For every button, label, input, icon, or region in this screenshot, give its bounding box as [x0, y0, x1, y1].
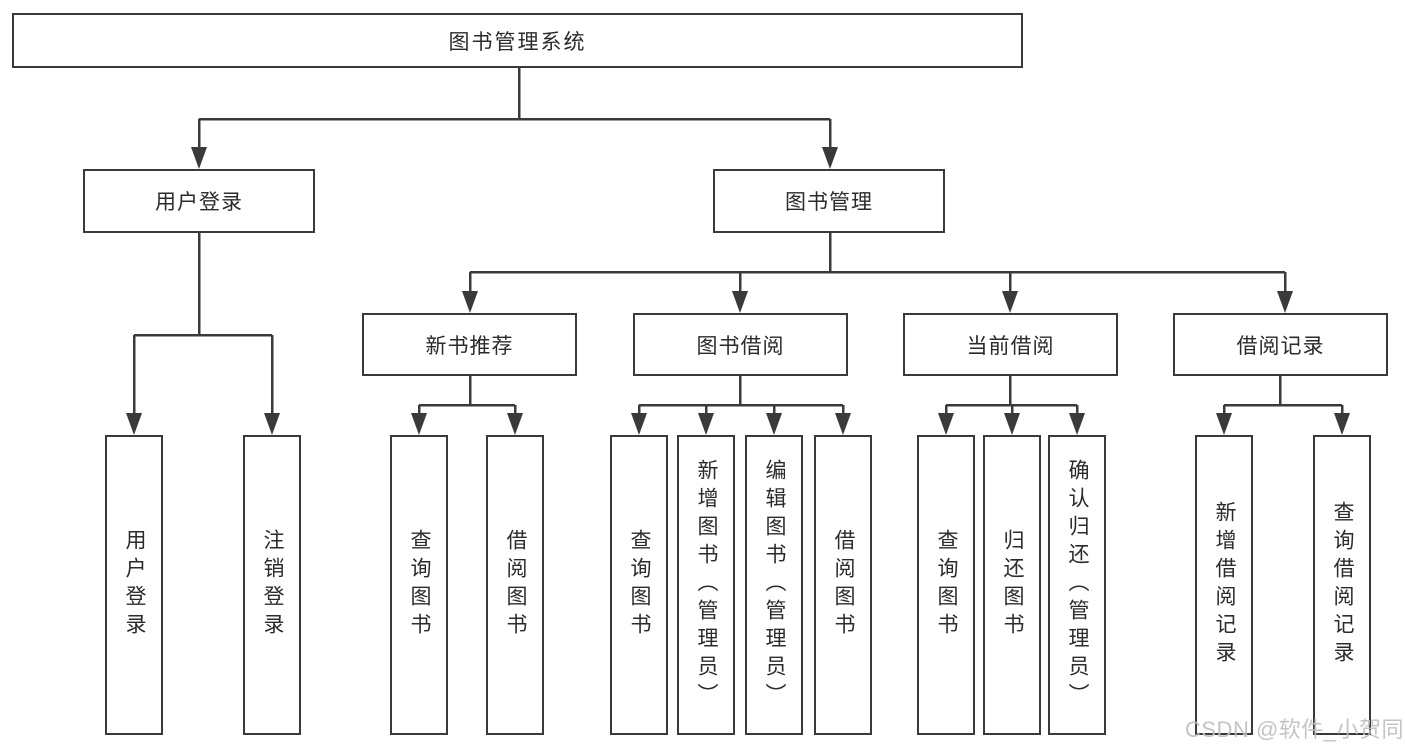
node-book-borrowing: 图书借阅	[633, 313, 848, 376]
arrow-down-icon	[766, 413, 782, 435]
leaf-query-books-borrowing: 查询图书	[610, 435, 668, 735]
arrow-down-icon	[698, 413, 714, 435]
arrow-down-icon	[1216, 413, 1232, 435]
csdn-watermark: CSDN @软件_小贺同学	[1185, 717, 1405, 742]
node-new-book-recommend: 新书推荐	[362, 313, 577, 376]
arrow-down-icon	[1069, 413, 1085, 435]
leaf-query-books-recommend: 查询图书	[390, 435, 448, 735]
arrow-down-icon	[1277, 291, 1293, 313]
leaf-query-books-current: 查询图书	[917, 435, 975, 735]
arrow-down-icon	[938, 413, 954, 435]
arrow-down-icon	[1004, 413, 1020, 435]
arrow-down-icon	[462, 291, 478, 313]
arrow-down-icon	[1334, 413, 1350, 435]
arrowheads	[126, 147, 1350, 435]
node-user-login: 用户登录	[83, 169, 315, 233]
arrow-down-icon	[507, 413, 523, 435]
node-library-management-system: 图书管理系统	[12, 13, 1023, 68]
leaf-return-book: 归还图书	[983, 435, 1041, 735]
arrow-down-icon	[126, 413, 142, 435]
connector-paths	[132, 68, 1344, 419]
node-borrowing-records: 借阅记录	[1173, 313, 1388, 376]
node-current-borrowing: 当前借阅	[903, 313, 1118, 376]
leaf-add-book-admin: 新增图书（管理员）	[677, 435, 735, 735]
leaf-logout-login: 注销登录	[243, 435, 301, 735]
arrow-down-icon	[1002, 291, 1018, 313]
leaf-borrow-books-recommend: 借阅图书	[486, 435, 544, 735]
arrow-down-icon	[822, 147, 838, 169]
node-book-management: 图书管理	[713, 169, 945, 233]
arrow-down-icon	[264, 413, 280, 435]
arrow-down-icon	[191, 147, 207, 169]
leaf-confirm-return-admin: 确认归还（管理员）	[1048, 435, 1106, 735]
leaf-borrow-books: 借阅图书	[814, 435, 872, 735]
arrow-down-icon	[411, 413, 427, 435]
leaf-edit-book-admin: 编辑图书（管理员）	[745, 435, 803, 735]
leaf-query-borrow-record: 查询借阅记录	[1313, 435, 1371, 735]
arrow-down-icon	[835, 413, 851, 435]
leaf-user-login: 用户登录	[105, 435, 163, 735]
arrow-down-icon	[732, 291, 748, 313]
arrow-down-icon	[631, 413, 647, 435]
leaf-add-borrow-record: 新增借阅记录	[1195, 435, 1253, 735]
